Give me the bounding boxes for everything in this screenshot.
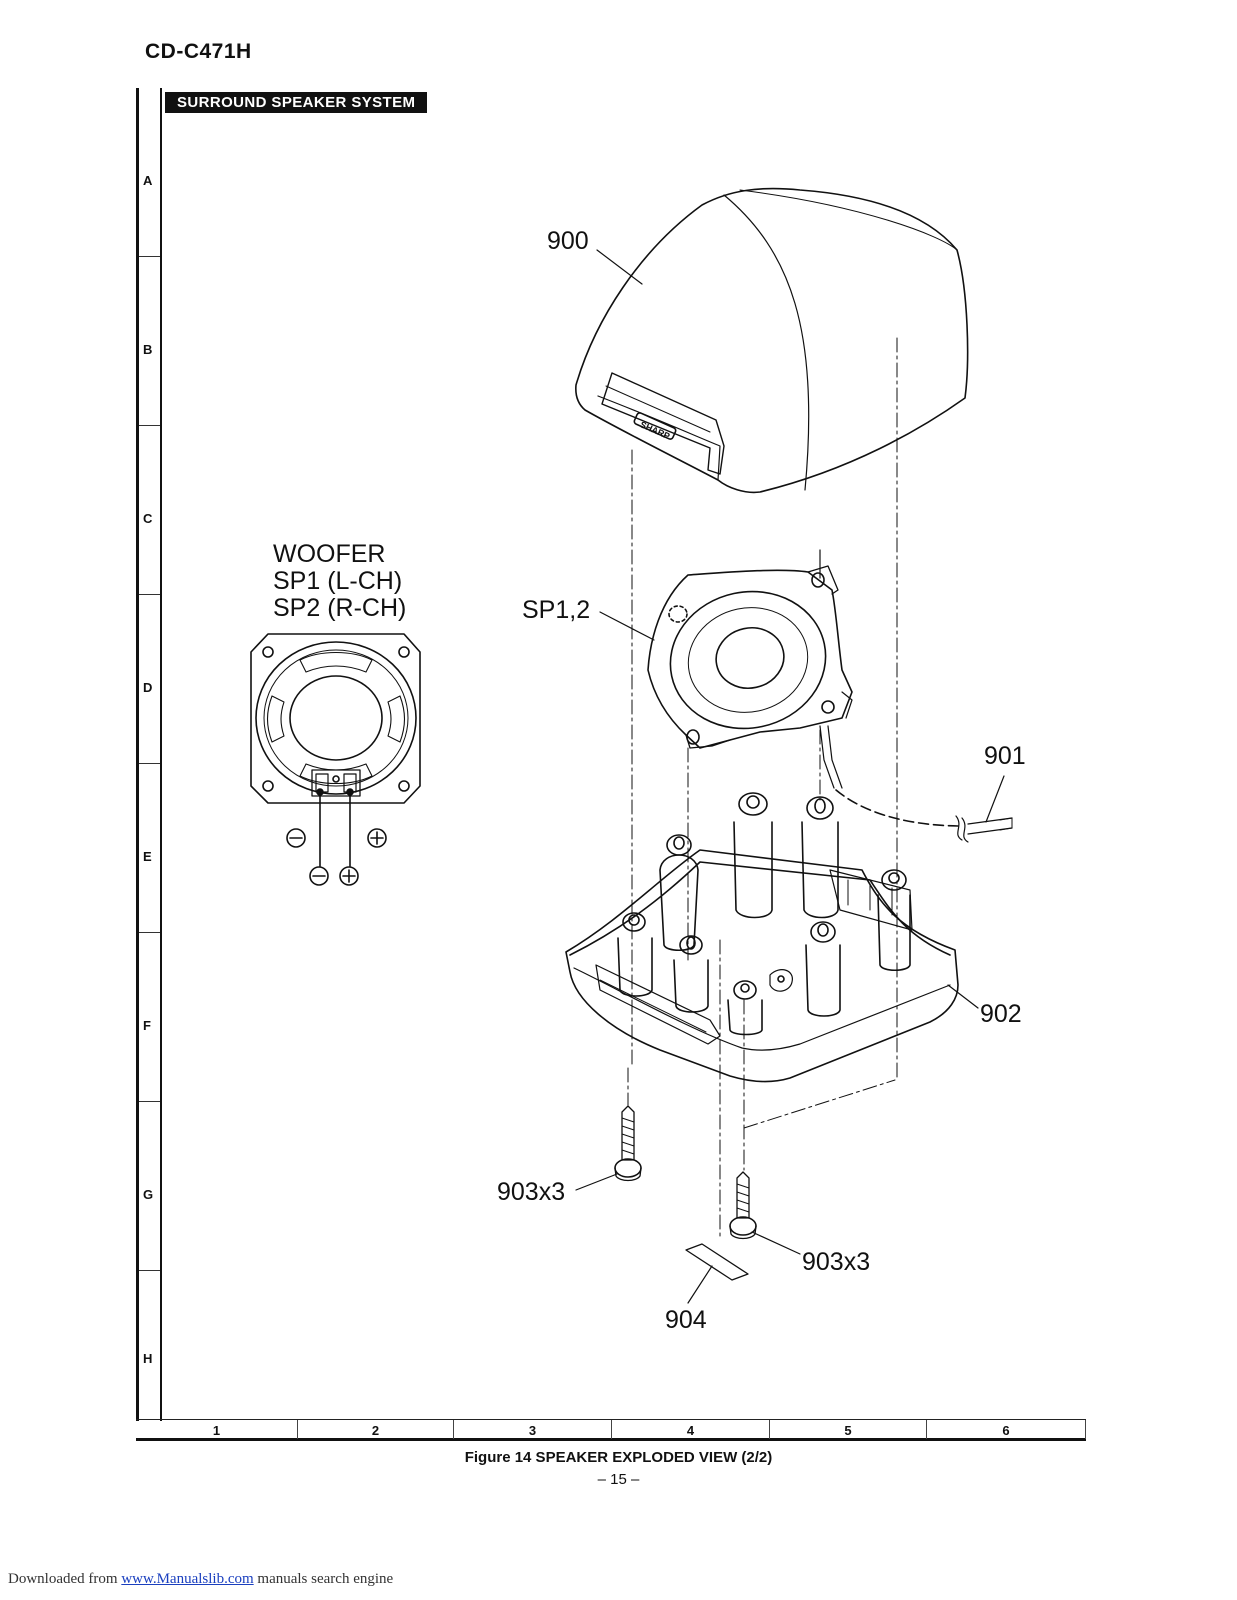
- woofer-legend-line3: SP2 (R-CH): [273, 594, 406, 622]
- row-cell-a: A: [139, 88, 160, 257]
- part-label-sp: SP1,2: [522, 596, 590, 624]
- drawing-frame: A B C D E F G H 1 2 3 4 5 6: [136, 88, 1086, 1441]
- sharp-logo-badge: [633, 412, 677, 440]
- screw-903-left: [614, 1105, 642, 1182]
- column-label: 5: [844, 1423, 852, 1438]
- download-footer: Downloaded from www.Manualslib.com manua…: [8, 1571, 393, 1588]
- manualslib-link[interactable]: www.Manualslib.com: [121, 1571, 254, 1587]
- screw-903-right: [729, 1171, 757, 1240]
- column-cell-4: 4: [611, 1420, 769, 1439]
- column-label: 3: [528, 1423, 537, 1438]
- row-cell-e: E: [139, 764, 160, 933]
- part-label-904: 904: [665, 1306, 707, 1334]
- leader-lines: [575, 249, 1005, 1304]
- row-label: E: [143, 849, 152, 864]
- column-index-bar: 1 2 3 4 5 6: [136, 1419, 1086, 1441]
- row-label: F: [143, 1018, 151, 1033]
- label-sticker-904: [685, 1243, 749, 1281]
- row-label: G: [143, 1187, 154, 1202]
- row-cell-h: H: [139, 1271, 160, 1421]
- column-label: 1: [212, 1423, 221, 1438]
- part-label-903-left: 903x3: [497, 1178, 565, 1206]
- model-number: CD-C471H: [145, 40, 252, 63]
- cabinet-base-902: [565, 792, 959, 1083]
- part-label-900: 900: [547, 227, 589, 255]
- row-cell-c: C: [139, 426, 160, 595]
- row-cell-f: F: [139, 933, 160, 1102]
- lead-wire-901: [835, 789, 1013, 843]
- column-label: 2: [371, 1423, 380, 1438]
- row-cell-g: G: [139, 1102, 160, 1271]
- sharp-logo-text: SHARP: [639, 419, 672, 441]
- column-cell-3: 3: [453, 1420, 611, 1439]
- minus-lead-icon: [309, 866, 329, 886]
- figure-caption: Figure 14 SPEAKER EXPLODED VIEW (2/2): [464, 1449, 773, 1466]
- footer-prefix: Downloaded from: [8, 1571, 118, 1587]
- row-cell-b: B: [139, 257, 160, 426]
- speaker-cover-900: [575, 187, 969, 494]
- footer-suffix: manuals search engine: [257, 1571, 394, 1587]
- column-cell-2: 2: [297, 1420, 453, 1439]
- page-number: – 15 –: [597, 1471, 640, 1488]
- row-label: C: [143, 511, 153, 526]
- column-label: 6: [1002, 1423, 1010, 1438]
- row-label: H: [143, 1351, 153, 1366]
- column-cell-5: 5: [769, 1420, 926, 1439]
- column-cell-6: 6: [926, 1420, 1086, 1439]
- row-label: B: [143, 342, 153, 357]
- assembly-lines: [627, 337, 898, 1241]
- row-label: D: [143, 680, 153, 695]
- column-cell-1: 1: [136, 1420, 297, 1439]
- woofer-legend-line2: SP1 (L-CH): [273, 567, 402, 595]
- row-label: A: [143, 173, 153, 188]
- plus-terminal-icon: [367, 828, 387, 848]
- minus-terminal-icon: [286, 828, 306, 848]
- woofer-legend-line1: WOOFER: [273, 540, 386, 568]
- woofer-front-view: [250, 633, 421, 867]
- plus-lead-icon: [339, 866, 359, 886]
- part-label-903-right: 903x3: [802, 1248, 870, 1276]
- row-index-bar: A B C D E F G H: [136, 88, 162, 1421]
- part-label-901: 901: [984, 742, 1026, 770]
- part-label-902: 902: [980, 1000, 1022, 1028]
- section-title: SURROUND SPEAKER SYSTEM: [165, 92, 428, 113]
- column-label: 4: [686, 1423, 695, 1438]
- speaker-unit-sp: [647, 549, 853, 789]
- row-cell-d: D: [139, 595, 160, 764]
